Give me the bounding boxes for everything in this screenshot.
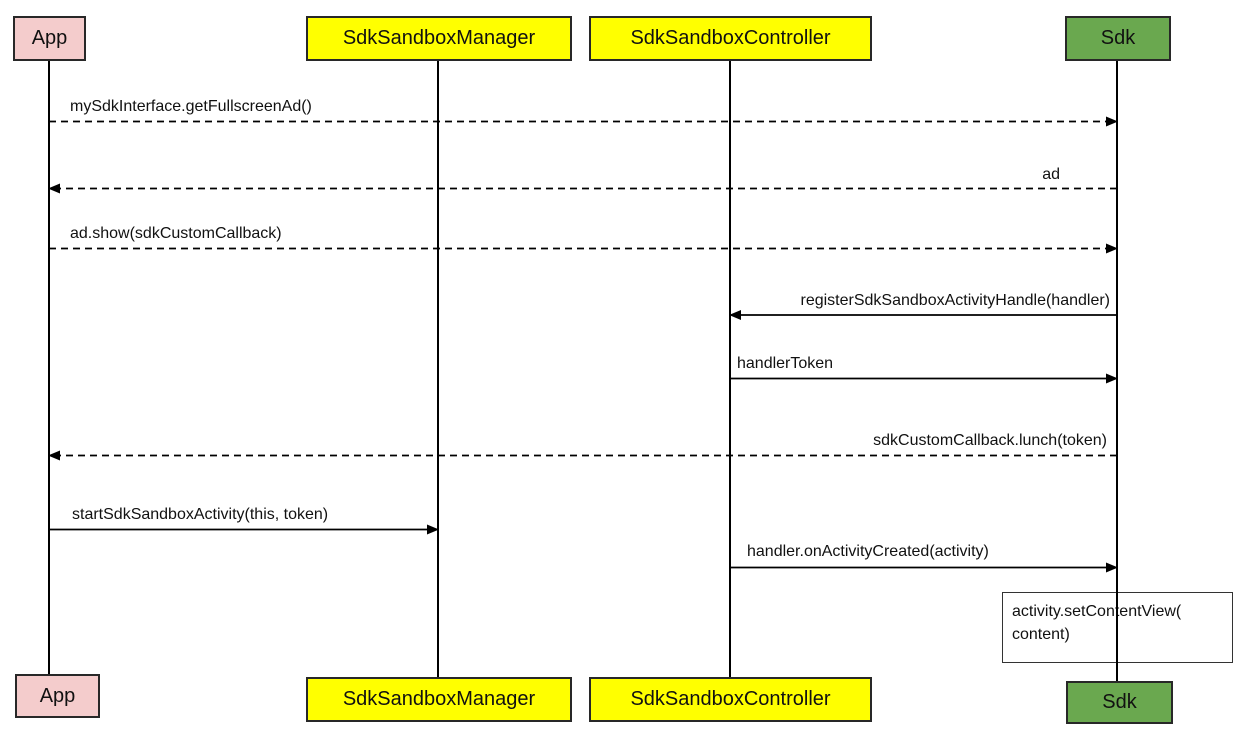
actor-sdksandboxmanager-top: SdkSandboxManager bbox=[306, 16, 572, 61]
actor-app-top: App bbox=[13, 16, 86, 61]
actor-sdksandboxcontroller-top: SdkSandboxController bbox=[589, 16, 872, 61]
actor-sdk-bottom: Sdk bbox=[1066, 681, 1173, 724]
message-label-callback-lunch: sdkCustomCallback.lunch(token) bbox=[873, 432, 1107, 449]
message-label-handler-token: handlerToken bbox=[737, 355, 834, 372]
message-label-on-activity-created: handler.onActivityCreated(activity) bbox=[747, 543, 989, 560]
message-label-ad: ad bbox=[1042, 166, 1060, 183]
message-label-getfullscreenad: mySdkInterface.getFullscreenAd() bbox=[70, 98, 312, 115]
actor-app-bottom: App bbox=[15, 674, 100, 718]
actor-sdksandboxcontroller-bottom: SdkSandboxController bbox=[589, 677, 872, 722]
note-line-1: activity.setContentView( bbox=[1012, 603, 1182, 620]
note-line-2: content) bbox=[1012, 626, 1070, 643]
actor-sdk-top: Sdk bbox=[1065, 16, 1171, 61]
message-label-ad-show: ad.show(sdkCustomCallback) bbox=[70, 225, 282, 242]
message-label-start-sandbox-activity: startSdkSandboxActivity(this, token) bbox=[72, 506, 329, 523]
actor-sdksandboxmanager-bottom: SdkSandboxManager bbox=[306, 677, 572, 722]
message-label-register-activity-handle: registerSdkSandboxActivityHandle(handler… bbox=[800, 292, 1111, 309]
